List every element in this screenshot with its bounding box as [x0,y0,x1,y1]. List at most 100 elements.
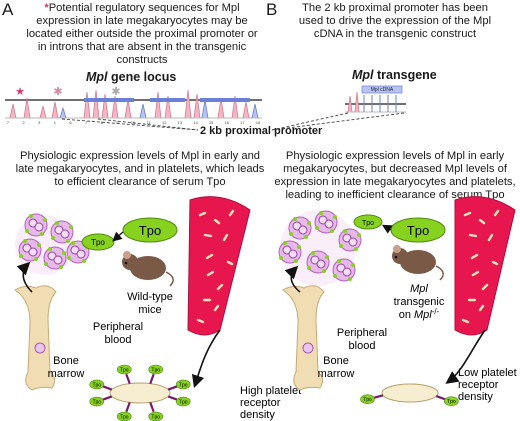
panel-a-megakaryocytes [15,213,90,275]
panel-a-blood-label-2: blood [105,334,132,346]
receptor-tpo-label: Tpo [179,382,188,388]
gene-locus-track: ★ ✱ ✱ [5,86,262,119]
panel-a-marrow-label-2: marrow [48,368,85,380]
locus-title-gene: Mpl [86,70,108,84]
panel-b-mouse [392,245,444,281]
receptor-tpo-label: Tpo [447,399,456,405]
locus-tick-label: 9 [116,120,119,125]
transgene-title-rest: transgene [373,68,437,82]
receptor-tpo-label: Tpo [92,400,101,406]
panel-b-marrow-label-1: Bone [323,355,349,367]
locus-tick-label: 7 [7,120,10,125]
panel-b-density-3: density [458,391,493,403]
locus-tick-label: 12 [162,120,167,125]
receptor-stalk [149,402,155,413]
panel-b-marrow-label-2: marrow [318,368,355,380]
panel-b-blood-vessel [454,196,516,336]
receptor-stalk [373,394,384,399]
panel-b-blood-label-1: Peripheral [337,327,387,339]
panel-b-bone [282,285,325,391]
panel-a-marrow-label-1: Bone [53,355,79,367]
locus-tick-label: 6 [69,120,72,125]
panel-b-mouse-gene: Mpl [410,283,428,295]
panel-a-tpo-small: Tpo [91,238,105,247]
transgene-title: Mpl transgene [352,68,437,82]
transgene-track [345,85,406,113]
regulatory-star-3: ✱ [111,86,120,98]
receptor-stalk [435,395,447,401]
locus-tick-labels: 72316789101112131415161718 [7,120,261,125]
receptor-tpo-label: Tpo [120,414,129,420]
promoter-label: 2 kb proximal promoter [200,125,323,137]
panel-a-tpo-big: Tpo [139,223,161,238]
locus-tick-label: 3 [38,120,41,125]
panel-a-mouse [122,251,174,287]
receptor-stalk [102,385,113,391]
receptor-stalk [125,402,131,413]
locus-tick-label: 13 [178,120,183,125]
locus-tick-label: 18 [256,120,261,125]
locus-tick-label: 14 [193,120,198,125]
receptor-tpo-label: Tpo [92,382,101,388]
receptor-tpo-head [360,394,375,405]
panel-b-blood-label-2: blood [349,340,376,352]
panel-a-blood-label-1: Peripheral [93,321,143,333]
locus-tick-label: 11 [147,120,152,125]
receptor-tpo-head [116,364,132,375]
locus-tick-label: 16 [225,120,230,125]
panel-a-mouse-label-1: Wild-type [127,291,173,303]
panel-b-tpo-big: Tpo [407,223,429,238]
regulatory-star-1: ★ [15,86,25,98]
panel-b-tpo-small: Tpo [362,220,374,227]
receptor-stalk [125,373,131,384]
panel-a-density-1: High platelet [240,385,301,397]
panel-a-note-text: Potential regulatory sequences for Mpl e… [26,2,258,66]
panel-b-mouse-label-2: on Mpl-/- [399,307,440,321]
panel-b-mouse-label-1: transgenic [394,296,445,308]
receptor-stalk [167,385,178,391]
receptor-tpo-label: Tpo [120,368,129,374]
receptor-tpo-head [148,364,164,375]
receptor-tpo-label: Tpo [363,397,372,403]
receptor-tpo-head [444,396,459,407]
receptor-tpo-head [175,396,191,407]
panel-b-megakaryocytes [278,210,362,286]
locus-title: Mpl gene locus [86,70,176,84]
locus-tick-label: 7 [85,120,88,125]
transgene-title-gene: Mpl [352,68,374,82]
panel-a-note: *Potential regulatory sequences for Mpl … [24,2,260,67]
locus-tick-label: 17 [240,120,245,125]
receptor-stalk [167,395,178,401]
panel-b-density-2: receptor [458,379,499,391]
panel-a-mouse-label-2: mice [138,304,161,316]
panel-b-letter: B [266,0,278,19]
receptor-tpo-label: Tpo [151,414,160,420]
locus-tick-label: 1 [54,120,57,125]
locus-tick-label: 2 [23,120,26,125]
receptor-tpo-label: Tpo [179,400,188,406]
transgene-inset-label: Mpl cDNA [371,87,394,93]
panel-b-note: The 2 kb proximal promoter has been used… [298,2,492,40]
note-star-marker: * [44,2,49,14]
panel-a-bone [14,285,57,391]
receptor-tpo-label: Tpo [151,368,160,374]
receptor-tpo-head [89,396,105,407]
panel-a-platelet [109,382,171,404]
receptor-stalk [102,395,113,401]
panel-a-density-3: density [240,409,275,421]
panel-b-receptors: Tpo Tpo [360,394,459,407]
panel-b-description: Physiologic expression levels of Mpl in … [274,150,516,201]
panel-a-letter: A [2,0,14,19]
receptor-stalk [149,373,155,384]
panel-b-density-1: Low platelet [458,367,517,379]
panel-b-platelet [381,383,439,403]
receptor-tpo-head [89,379,105,390]
locus-title-rest: gene locus [107,70,177,84]
panel-a-description: Physiologic expression levels of Mpl in … [15,150,265,188]
regulatory-star-2: ✱ [53,86,62,98]
locus-tick-label: 15 [209,120,214,125]
receptor-tpo-head [175,379,191,390]
panel-a-density-2: receptor [240,397,281,409]
